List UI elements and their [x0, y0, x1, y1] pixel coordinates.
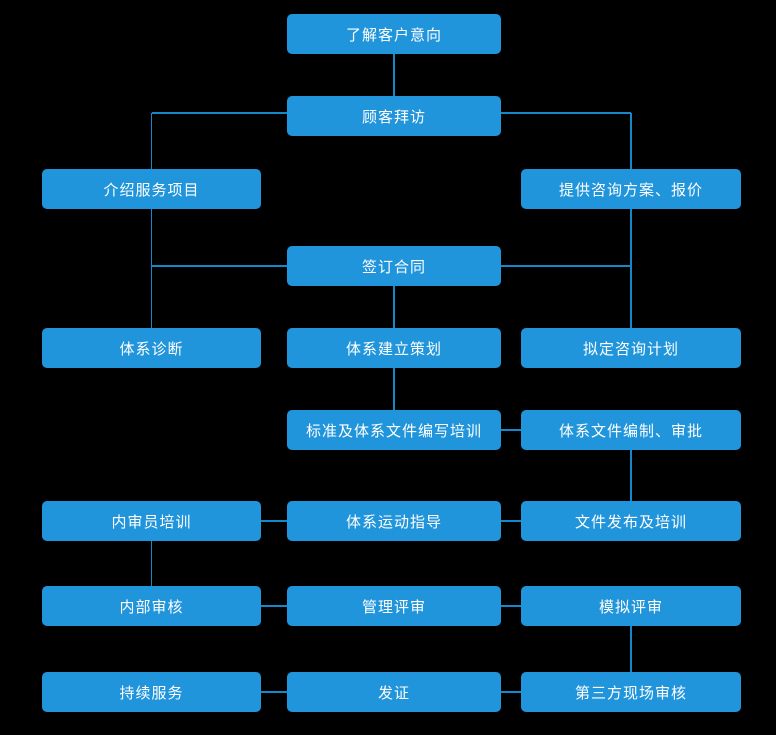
flow-node-internal-audit: 内部审核: [42, 586, 261, 626]
connector-line-vertical: [630, 113, 632, 328]
flow-node-doc-writing-training: 标准及体系文件编写培训: [287, 410, 501, 450]
connector-line-horizontal: [501, 265, 631, 267]
flow-node-system-diagnosis: 体系诊断: [42, 328, 261, 368]
flow-node-management-review: 管理评审: [287, 586, 501, 626]
connector-line-vertical: [630, 450, 632, 501]
connector-line-horizontal: [501, 520, 521, 522]
flow-node-continuous-service: 持续服务: [42, 672, 261, 712]
flow-node-sign-contract: 签订合同: [287, 246, 501, 286]
flow-node-auditor-training: 内审员培训: [42, 501, 261, 541]
connector-line-vertical: [630, 626, 632, 672]
flow-node-system-planning: 体系建立策划: [287, 328, 501, 368]
connector-line-vertical: [150, 113, 153, 328]
connector-line-vertical: [150, 541, 153, 586]
connector-line-horizontal: [501, 112, 631, 114]
connector-line-horizontal: [501, 429, 521, 431]
connector-line-horizontal: [261, 520, 287, 522]
connector-line-vertical: [393, 54, 395, 96]
flow-node-introduce-services: 介绍服务项目: [42, 169, 261, 209]
connector-line-horizontal: [501, 605, 521, 607]
flow-node-provide-proposal: 提供咨询方案、报价: [521, 169, 741, 209]
flow-node-doc-compile-approve: 体系文件编制、审批: [521, 410, 741, 450]
flow-node-customer-visit: 顾客拜访: [287, 96, 501, 136]
connector-line-horizontal: [261, 691, 287, 693]
connector-line-horizontal: [501, 691, 521, 693]
flow-node-consulting-plan: 拟定咨询计划: [521, 328, 741, 368]
flow-node-understand-intent: 了解客户意向: [287, 14, 501, 54]
connector-line-horizontal: [261, 605, 287, 607]
flow-node-certification: 发证: [287, 672, 501, 712]
connector-line-vertical: [393, 368, 395, 410]
connector-line-vertical: [393, 286, 395, 328]
flow-node-system-operation: 体系运动指导: [287, 501, 501, 541]
flow-node-doc-release-training: 文件发布及培训: [521, 501, 741, 541]
connector-line-horizontal: [151, 265, 287, 267]
flow-node-third-party-audit: 第三方现场审核: [521, 672, 741, 712]
connector-line-horizontal: [151, 112, 287, 114]
flow-node-mock-review: 模拟评审: [521, 586, 741, 626]
